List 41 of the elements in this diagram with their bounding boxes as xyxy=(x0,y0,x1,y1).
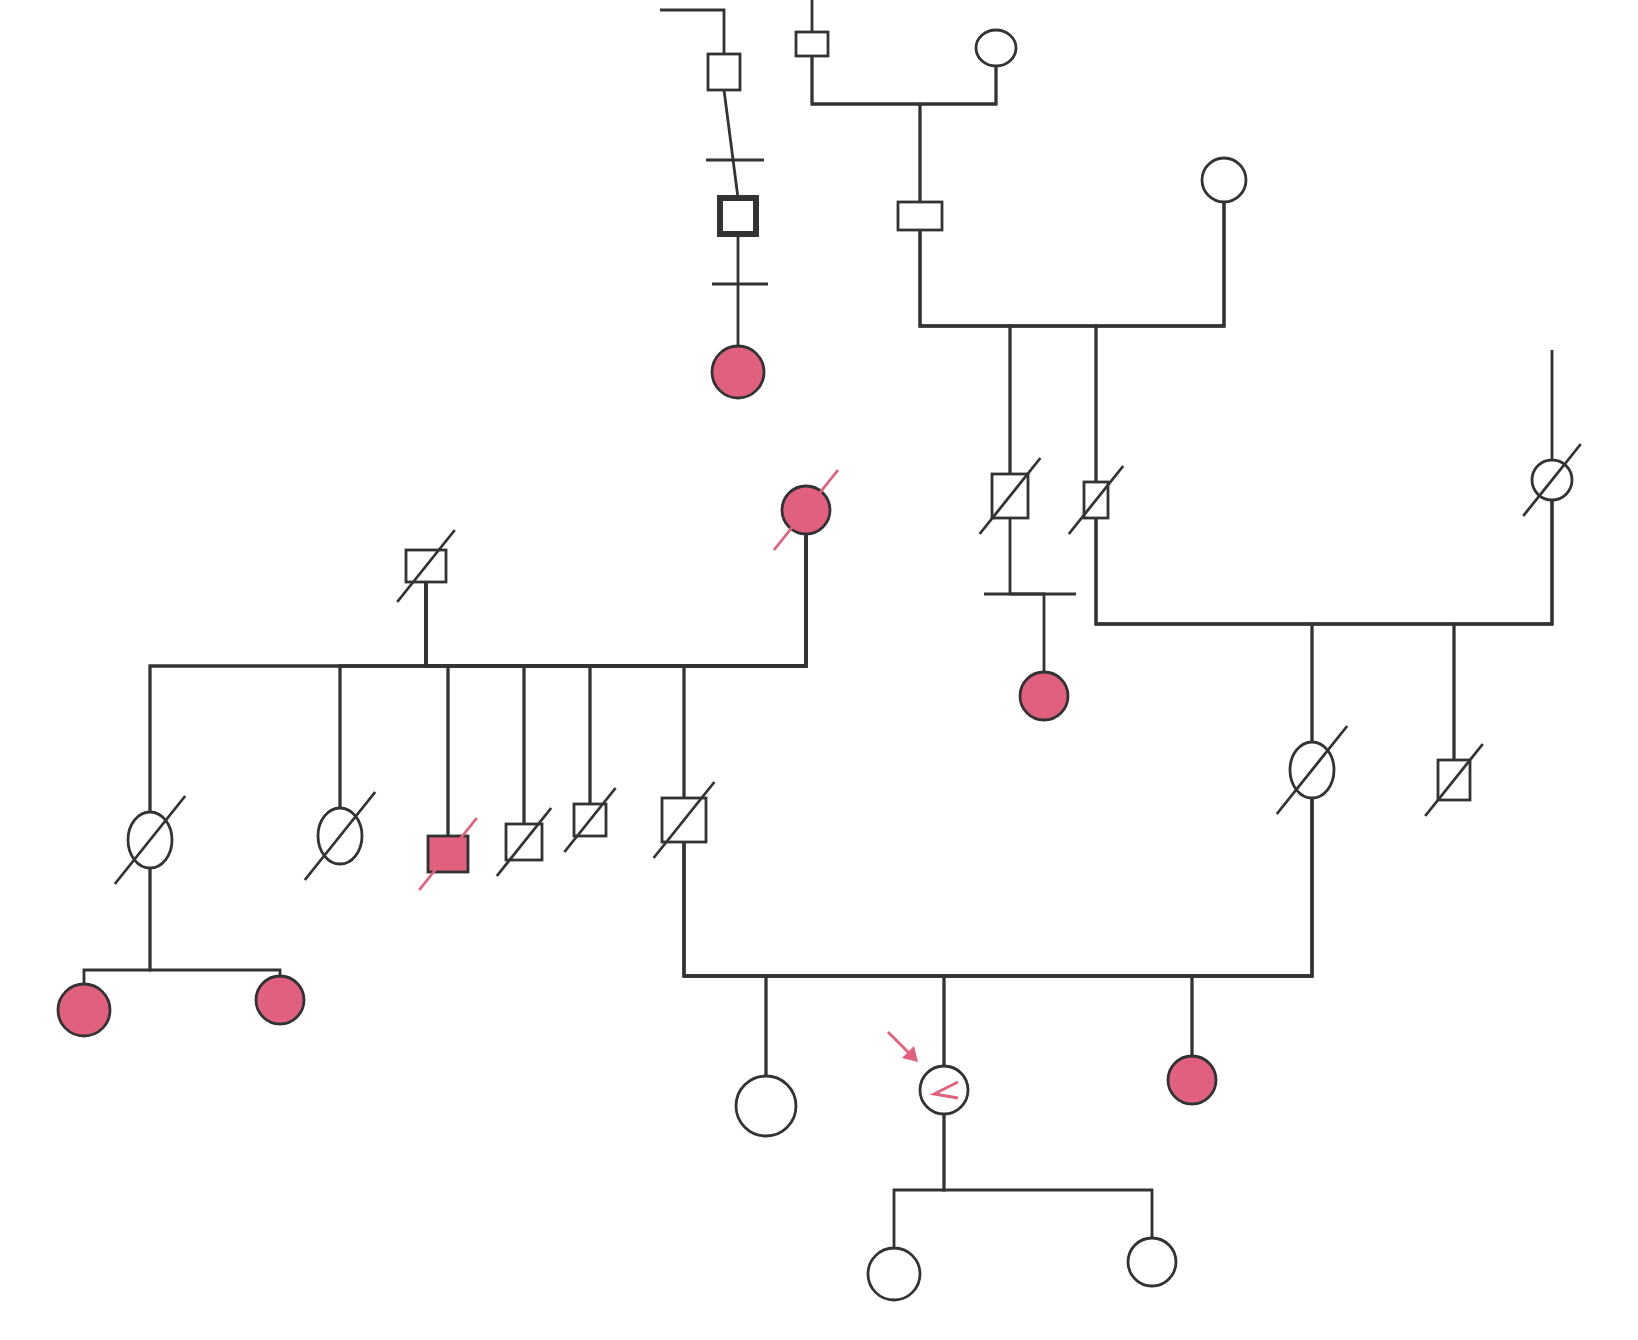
female-symbol xyxy=(734,1074,798,1138)
pedigree-line xyxy=(682,534,808,798)
pedigree-line xyxy=(736,234,740,346)
pedigree-line xyxy=(942,1114,1154,1238)
pedigree-line xyxy=(722,89,740,199)
pedigree-line xyxy=(1190,798,1314,1056)
female-symbol xyxy=(772,469,840,551)
male-symbol xyxy=(717,195,759,237)
male-symbol xyxy=(706,52,742,92)
female-symbol xyxy=(1126,1236,1178,1288)
male-symbol xyxy=(563,787,617,853)
female-symbol xyxy=(1200,156,1248,204)
male-symbol xyxy=(896,200,944,232)
male-symbol xyxy=(1067,465,1125,535)
male-symbol xyxy=(495,807,553,877)
pedigree-line xyxy=(1550,348,1554,460)
female-symbol xyxy=(254,974,306,1026)
male-symbol xyxy=(978,457,1042,535)
female-symbol xyxy=(1275,725,1349,815)
female-symbol xyxy=(1522,443,1582,517)
pedigree-line xyxy=(1008,518,1046,672)
female-symbol xyxy=(56,982,112,1038)
female-symbol xyxy=(303,791,377,881)
male-symbol xyxy=(652,781,716,859)
female-symbol xyxy=(1166,1054,1218,1106)
pedigree-line xyxy=(1452,500,1554,760)
female-symbol xyxy=(710,344,766,400)
pedigree-line xyxy=(660,8,726,54)
male-symbol xyxy=(418,817,478,891)
male-symbol xyxy=(794,30,830,58)
female-symbol xyxy=(974,28,1018,68)
male-symbol xyxy=(1424,743,1484,817)
pedigree-line xyxy=(148,868,282,976)
pedigree-line xyxy=(1094,202,1226,482)
pedigree-line xyxy=(918,66,998,202)
female-symbol xyxy=(113,795,187,885)
female-symbol xyxy=(918,1064,970,1116)
male-symbol xyxy=(396,529,456,603)
female-symbol xyxy=(1018,670,1070,722)
female-symbol xyxy=(866,1246,922,1302)
pedigree-line xyxy=(810,0,814,32)
